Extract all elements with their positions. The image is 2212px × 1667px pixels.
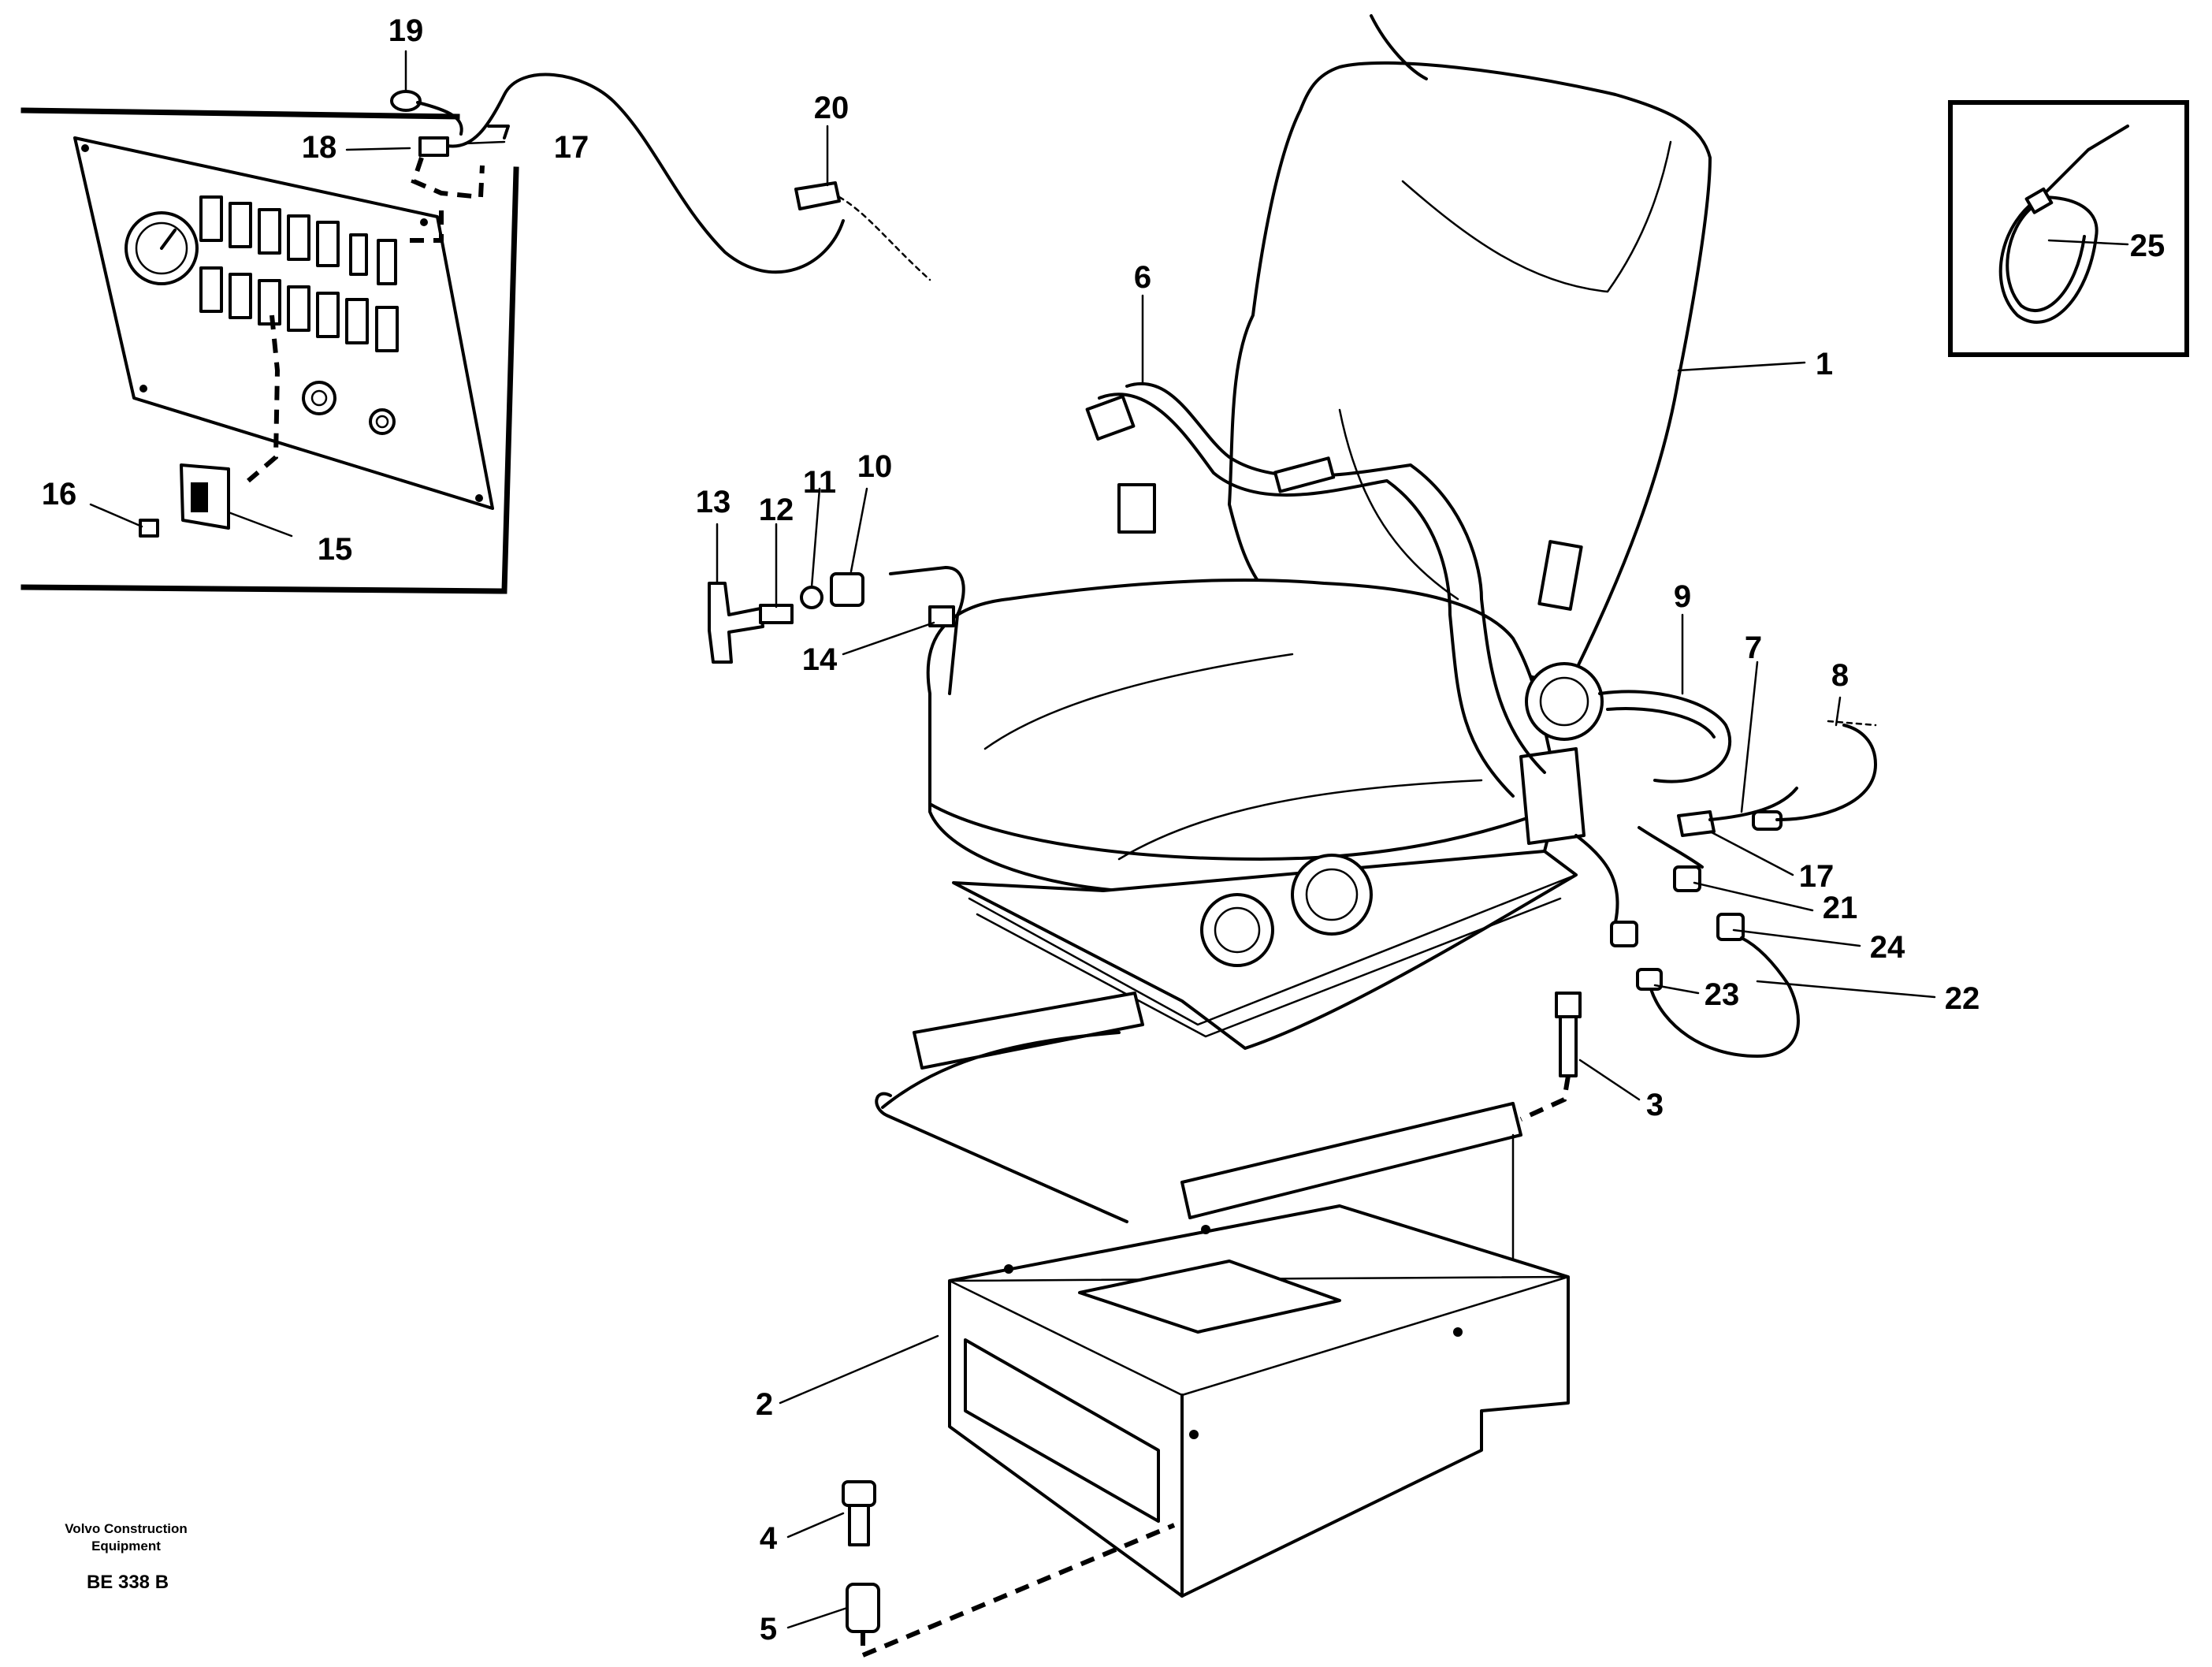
callout-8: 8 <box>1831 658 1849 693</box>
adjust-knob-left <box>1200 893 1274 967</box>
adjust-knob-right <box>1291 854 1373 936</box>
seat-console-box <box>948 1204 1570 1598</box>
callout-10: 10 <box>857 449 893 484</box>
callout-19: 19 <box>388 13 424 48</box>
callout-23: 23 <box>1705 977 1740 1012</box>
credit-company: Volvo Construction <box>65 1521 188 1536</box>
slide-rails <box>875 992 1522 1302</box>
callout-labels: 19 18 17 20 16 15 6 1 25 10 11 12 13 14 … <box>42 13 2166 1647</box>
callout-14: 14 <box>802 642 838 677</box>
callout-9: 9 <box>1674 579 1691 614</box>
callout-1: 1 <box>1816 347 1833 381</box>
callout-13: 13 <box>696 485 731 519</box>
callout-4: 4 <box>760 1521 778 1556</box>
rocker-switch <box>180 463 230 530</box>
callout-25: 25 <box>2130 229 2166 263</box>
dashboard-panel <box>20 107 519 594</box>
spacer <box>846 1583 880 1633</box>
credit-company-line2: Equipment <box>91 1539 161 1554</box>
seat-assembly <box>926 14 1712 1050</box>
seat-belt <box>1085 381 1546 798</box>
callout-21: 21 <box>1823 891 1858 925</box>
callout-18: 18 <box>302 130 337 165</box>
bolt <box>1519 992 1582 1122</box>
callout-3: 3 <box>1646 1088 1664 1122</box>
callout-24: 24 <box>1870 930 1905 965</box>
switch-cap <box>139 519 159 538</box>
callout-6: 6 <box>1134 260 1151 295</box>
callout-22: 22 <box>1945 981 1980 1016</box>
callout-17-right: 17 <box>1799 859 1835 894</box>
backrest-knob <box>1525 662 1604 741</box>
callout-2: 2 <box>756 1387 773 1422</box>
leader-lines <box>89 50 2129 1629</box>
callout-12: 12 <box>759 493 794 527</box>
callout-5: 5 <box>760 1612 777 1647</box>
callout-7: 7 <box>1745 631 1762 665</box>
wiring-harness-top <box>390 73 931 281</box>
drawing-code: BE 338 B <box>87 1572 169 1593</box>
callout-11: 11 <box>803 465 836 500</box>
switch-row-upper <box>199 195 397 285</box>
air-fittings <box>708 566 965 695</box>
callout-16: 16 <box>42 477 77 512</box>
switch-row-lower <box>199 266 399 352</box>
wiring-harness-right <box>1574 690 1877 1058</box>
screw <box>842 1480 876 1546</box>
cable-tie-inset <box>1948 100 2189 357</box>
callout-17-top: 17 <box>554 130 589 165</box>
callout-20: 20 <box>814 91 849 125</box>
callout-15: 15 <box>318 532 353 567</box>
credit-block: Volvo Construction Equipment BE 338 B <box>65 1521 188 1593</box>
